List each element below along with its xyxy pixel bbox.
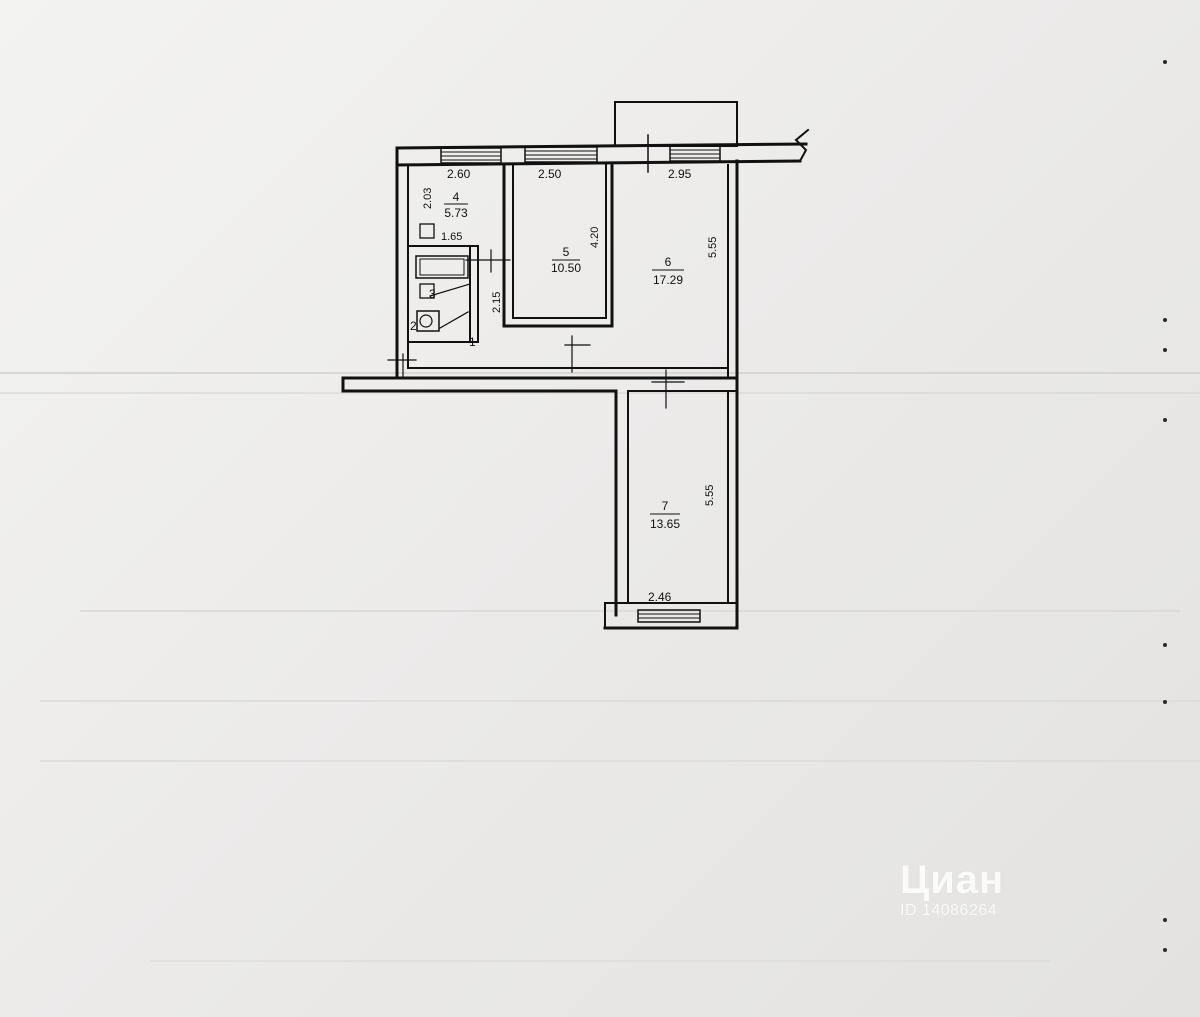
- room-area: 13.65: [650, 517, 680, 531]
- sink: [419, 283, 435, 299]
- wall-break-mark: [794, 128, 810, 163]
- margin-mark: [1163, 918, 1167, 922]
- bathtub: [415, 255, 469, 279]
- dim-kitchen-small: 1.65: [441, 231, 462, 243]
- dimension-labels: 2.60 2.50 2.95 2.03 1.65 4.20 5.55 2.15 …: [422, 167, 719, 604]
- room-number: 6: [665, 255, 672, 269]
- dim-room6-depth: 5.55: [707, 237, 719, 258]
- margin-mark: [1163, 348, 1167, 352]
- watermark-id: ID 14086264: [900, 902, 998, 919]
- room-number: 1: [469, 335, 476, 349]
- margin-mark: [1163, 418, 1167, 422]
- room-area: 10.50: [551, 261, 581, 275]
- margin-mark: [1163, 700, 1167, 704]
- ghost-line: [150, 960, 1050, 962]
- dim-room5-width: 2.50: [538, 167, 562, 181]
- watermark-brand: Циан: [900, 858, 1005, 902]
- margin-mark: [1163, 318, 1167, 322]
- room-number: 7: [662, 499, 669, 513]
- dim-room7-width: 2.46: [648, 590, 672, 604]
- margin-mark: [1163, 948, 1167, 952]
- margin-mark: [1163, 643, 1167, 647]
- kitchen-sink: [419, 223, 435, 239]
- exterior-wall-inner: [395, 159, 802, 167]
- room-number: 4: [453, 190, 460, 204]
- ghost-line: [80, 610, 1180, 612]
- dim-room5-depth: 4.20: [589, 227, 601, 248]
- ghost-line: [40, 760, 1200, 762]
- margin-mark: [1163, 60, 1167, 64]
- room-number: 2: [410, 319, 417, 333]
- room-area: 17.29: [653, 273, 683, 287]
- balcony: [614, 101, 738, 147]
- ghost-line: [40, 700, 1200, 702]
- dim-kitchen-width: 2.60: [447, 167, 471, 181]
- window: [637, 609, 701, 623]
- dim-kitchen-depth: 2.03: [422, 188, 434, 209]
- room-area: 5.73: [444, 206, 468, 220]
- toilet: [416, 310, 440, 332]
- room-number: 5: [563, 245, 570, 259]
- dim-bath-depth: 2.15: [491, 292, 503, 313]
- ghost-line: [0, 372, 1200, 374]
- ghost-line: [0, 392, 1200, 394]
- room-labels: 4 5.73 5 10.50 6 17.29 7 13.65 3 2 1: [410, 190, 684, 531]
- dim-room6-width: 2.95: [668, 167, 692, 181]
- plan-walls: [341, 101, 810, 630]
- dim-room7-depth: 5.55: [704, 485, 716, 506]
- watermark: Циан ID 14086264: [900, 858, 1080, 938]
- room-number: 3: [429, 287, 436, 301]
